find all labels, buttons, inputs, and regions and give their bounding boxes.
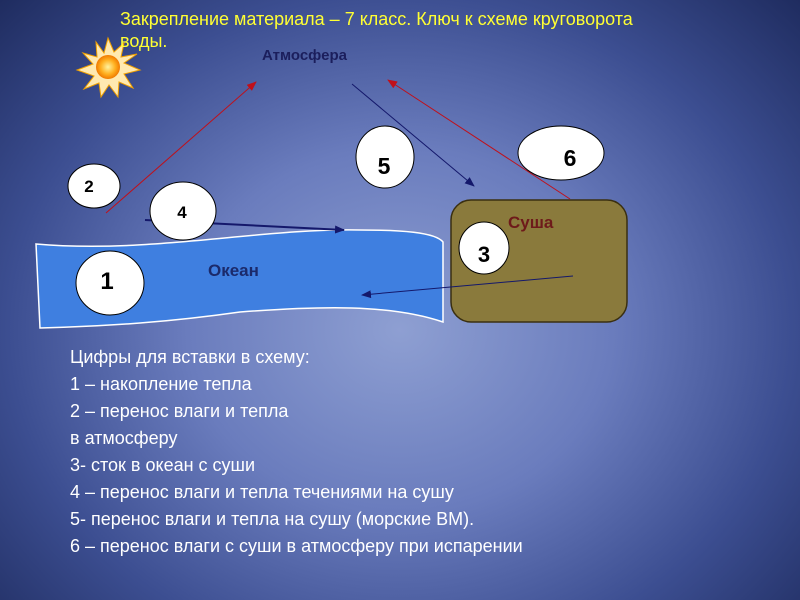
circle-6 bbox=[517, 125, 605, 181]
legend-item: в атмосферу bbox=[70, 428, 178, 448]
arrow-ocean-to-atmosphere bbox=[105, 81, 257, 214]
circle-label-2: 2 bbox=[84, 177, 94, 196]
circle-label-4: 4 bbox=[177, 203, 187, 222]
circle-2 bbox=[67, 163, 121, 209]
ocean-shape bbox=[35, 229, 444, 329]
slide-title: Закрепление материала – 7 класс. Ключ к … bbox=[120, 9, 633, 51]
circle-label-1: 1 bbox=[100, 268, 114, 295]
circle-label-6: 6 bbox=[563, 145, 577, 171]
legend-item: 6 – перенос влаги с суши в атмосферу при… bbox=[70, 536, 523, 556]
ocean-label: Океан bbox=[208, 261, 259, 280]
legend-item: 5- перенос влаги и тепла на сушу (морски… bbox=[70, 509, 475, 529]
circle-4 bbox=[149, 181, 217, 241]
circle-label-5: 5 bbox=[377, 153, 391, 179]
legend-item: 2 – перенос влаги и тепла bbox=[70, 401, 289, 421]
circle-3 bbox=[458, 221, 510, 275]
circle-5 bbox=[355, 125, 415, 189]
sun-icon bbox=[75, 36, 142, 99]
circle-label-3: 3 bbox=[477, 242, 491, 267]
arrow-atmosphere-to-land bbox=[351, 83, 475, 187]
land-label: Суша bbox=[508, 213, 554, 232]
circle-1 bbox=[75, 250, 145, 316]
legend: Цифры для вставки в схему: 1 – накоплени… bbox=[70, 344, 770, 560]
legend-item: 4 – перенос влаги и тепла течениями на с… bbox=[70, 482, 454, 502]
arrow-runoff-to-ocean bbox=[361, 275, 574, 299]
legend-item: 1 – накопление тепла bbox=[70, 374, 252, 394]
atmosphere-label: Атмосфера bbox=[262, 47, 347, 64]
legend-item: 3- сток в океан с суши bbox=[70, 455, 256, 475]
arrow-land-to-atmosphere bbox=[387, 79, 571, 200]
legend-heading: Цифры для вставки в схему: bbox=[70, 347, 310, 367]
